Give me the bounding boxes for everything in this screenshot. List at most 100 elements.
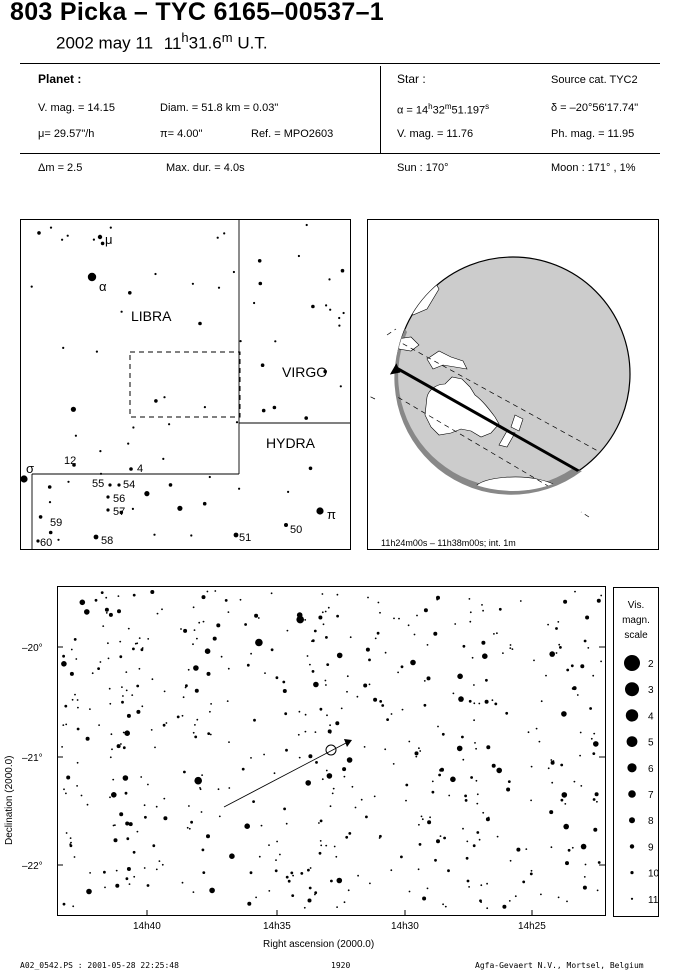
- field-star: [450, 776, 456, 783]
- field-star: [574, 590, 576, 593]
- field-star: [550, 759, 553, 761]
- field-star: [414, 751, 419, 756]
- field-star: [329, 724, 331, 727]
- field-star: [325, 684, 327, 686]
- field-star: [433, 631, 438, 636]
- star-num-50: 50: [290, 524, 302, 536]
- field-star: [486, 882, 488, 885]
- field-star: [183, 770, 186, 774]
- moon-elongation: Moon : 171° , 1%: [551, 162, 636, 174]
- field-star: [80, 794, 83, 797]
- dec-tick-label: –22°: [22, 861, 43, 872]
- field-star: [596, 598, 601, 603]
- field-star: [187, 668, 190, 671]
- field-star: [194, 735, 198, 739]
- field-star: [326, 714, 328, 717]
- field-star: [146, 884, 150, 887]
- field-star: [360, 798, 363, 801]
- map-star: [74, 434, 77, 437]
- map-star: [323, 369, 328, 374]
- field-star: [224, 599, 228, 602]
- info-mid-rule: [20, 153, 660, 154]
- field-star: [340, 707, 343, 710]
- field-star: [125, 877, 129, 881]
- field-star: [418, 823, 420, 826]
- field-star: [379, 834, 382, 838]
- field-star: [421, 818, 424, 821]
- map-star: [66, 234, 69, 237]
- field-star: [122, 695, 124, 697]
- field-star: [209, 733, 212, 736]
- ra-ticks: [146, 910, 533, 916]
- named-star: [106, 495, 110, 499]
- star-num-57: 57: [113, 506, 125, 518]
- field-star: [336, 652, 343, 659]
- map-star: [37, 231, 41, 235]
- field-star: [593, 732, 596, 735]
- field-star: [210, 703, 213, 705]
- field-star: [400, 665, 404, 669]
- scale-dot: [629, 817, 635, 824]
- field-star: [86, 803, 89, 806]
- field-star: [311, 639, 315, 643]
- map-star: [257, 259, 262, 263]
- field-star: [494, 702, 498, 706]
- page-title: 803 Picka – TYC 6165–00537–1: [10, 0, 384, 26]
- field-star: [502, 904, 507, 909]
- scale-label: 11: [648, 895, 658, 906]
- field-star: [194, 776, 202, 785]
- star-chart: –20° –21° –22° 14h40 14h35 14h30 14h25 R…: [4, 586, 606, 950]
- star-ra-prefix: α = 14: [397, 104, 429, 117]
- field-star: [535, 727, 538, 730]
- map-star: [261, 408, 266, 413]
- field-star: [555, 652, 558, 654]
- field-star: [390, 713, 393, 715]
- field-star: [580, 664, 585, 669]
- field-star: [325, 844, 328, 847]
- map-star: [38, 515, 43, 519]
- field-star: [326, 663, 330, 666]
- field-star: [336, 593, 339, 596]
- field-star: [373, 697, 378, 702]
- field-star: [194, 688, 199, 693]
- field-star: [156, 612, 159, 615]
- field-star: [378, 837, 381, 839]
- field-star: [141, 705, 144, 708]
- scale-title-vis: Vis.: [627, 600, 645, 611]
- field-star: [181, 714, 184, 717]
- field-star: [65, 723, 68, 726]
- field-star: [485, 678, 488, 682]
- new-guinea-shape: [426, 350, 468, 370]
- field-star: [73, 638, 77, 641]
- map-star: [128, 291, 132, 295]
- field-star: [374, 637, 377, 640]
- field-star: [212, 636, 217, 641]
- field-star: [464, 794, 467, 798]
- scale-dot: [624, 655, 640, 671]
- field-star: [117, 595, 120, 597]
- field-star: [112, 778, 115, 781]
- field-star: [109, 702, 112, 705]
- field-star: [202, 620, 205, 623]
- scale-dot: [630, 897, 634, 900]
- field-star: [104, 886, 106, 889]
- map-star: [144, 491, 150, 497]
- field-star: [321, 593, 324, 595]
- field-star: [132, 593, 136, 597]
- scale-title-scale: scale: [624, 630, 648, 641]
- map-star: [162, 457, 165, 460]
- field-star: [89, 872, 91, 874]
- field-star: [273, 772, 276, 775]
- field-star: [549, 651, 555, 657]
- path-edge-south-ext: [367, 394, 376, 400]
- map-star: [70, 406, 76, 412]
- map-star: [272, 405, 277, 410]
- field-star: [496, 835, 499, 838]
- field-star: [298, 756, 301, 759]
- field-star: [327, 606, 330, 609]
- scale-dot: [625, 709, 639, 722]
- field-star: [136, 642, 139, 645]
- field-star: [276, 840, 278, 843]
- field-star: [98, 724, 100, 726]
- field-star: [315, 761, 318, 764]
